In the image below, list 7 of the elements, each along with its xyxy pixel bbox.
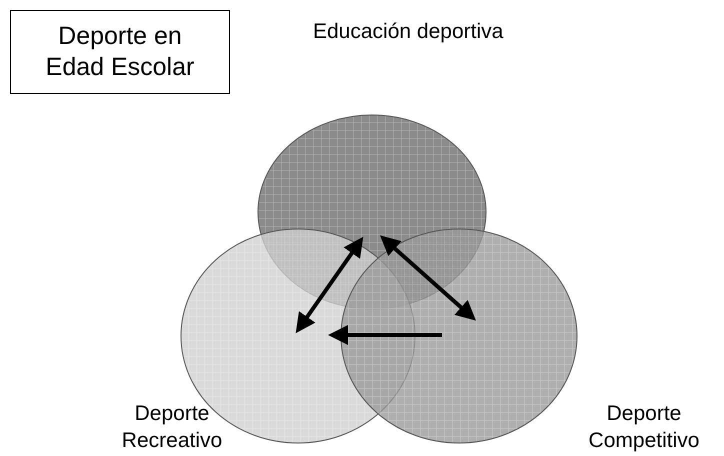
circle-label: Deporte Recreativo [120, 401, 224, 454]
arrow [328, 325, 442, 345]
arrow [296, 236, 364, 334]
circle-label: Deporte Competitivo [588, 401, 700, 454]
title-box: Deporte en Edad Escolar [10, 10, 230, 94]
circle-label: Educación deportiva [313, 19, 504, 45]
arrow [380, 235, 476, 321]
